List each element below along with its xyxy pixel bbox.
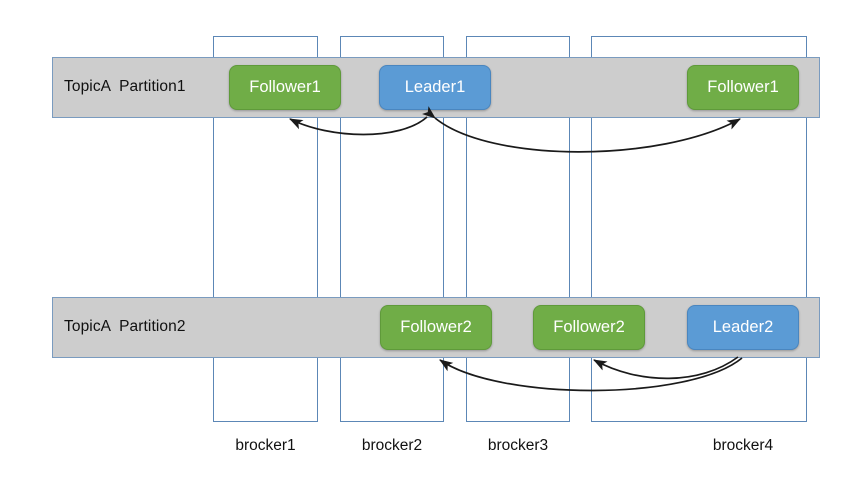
broker-column-brocker4	[591, 36, 807, 422]
broker-label-brocker4: brocker4	[712, 437, 774, 454]
broker-label-brocker2: brocker2	[361, 437, 423, 454]
broker-column-brocker1	[213, 36, 318, 422]
broker-label-brocker1: brocker1	[235, 437, 296, 454]
node-partition1-brocker4[interactable]: Follower1	[687, 65, 799, 110]
node-partition2-brocker4[interactable]: Leader2	[687, 305, 799, 350]
partition-label-partition1: TopicA Partition1	[64, 78, 186, 95]
broker-column-brocker3	[466, 36, 570, 422]
node-partition2-brocker3[interactable]: Follower2	[533, 305, 645, 350]
node-partition1-brocker1[interactable]: Follower1	[229, 65, 341, 110]
broker-column-brocker2	[340, 36, 444, 422]
broker-label-brocker3: brocker3	[487, 437, 549, 454]
node-partition1-brocker2[interactable]: Leader1	[379, 65, 491, 110]
partition-label-partition2: TopicA Partition2	[64, 318, 186, 335]
node-partition2-brocker2[interactable]: Follower2	[380, 305, 492, 350]
